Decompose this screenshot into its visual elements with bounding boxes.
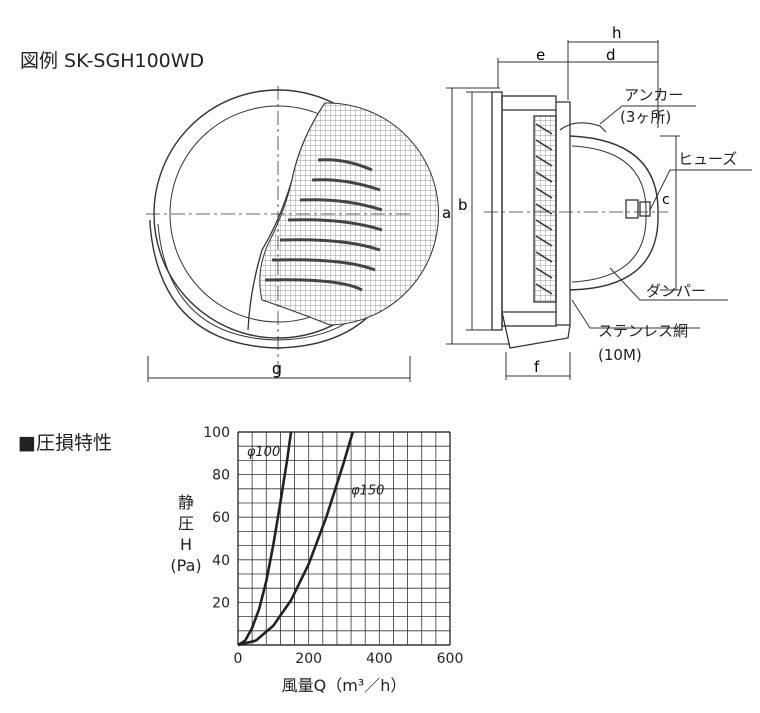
dim-b: b [458, 196, 468, 214]
y-tick-label: 80 [212, 468, 230, 484]
series-line-phi150 [237, 431, 355, 647]
dim-e: e [536, 46, 545, 64]
series-label-phi150: φ150 [351, 484, 384, 499]
callout-fuse: ヒューズ [678, 150, 738, 168]
x-axis-label: 風量Q（m³／h） [282, 676, 407, 695]
callout-anchor: アンカー [624, 86, 684, 104]
y-tick-label: 100 [203, 425, 230, 441]
callout-mesh-note: (10M) [598, 346, 642, 364]
dim-g: g [272, 359, 282, 378]
front-view [146, 86, 439, 382]
y-axis-label: 静 [178, 493, 194, 512]
x-tick-label: 200 [295, 651, 322, 667]
x-tick-label: 0 [234, 651, 243, 667]
y-tick-label: 20 [212, 595, 230, 611]
dim-f: f [534, 358, 540, 376]
y-axis-label: 圧 [178, 514, 194, 533]
side-view [446, 40, 752, 380]
series-label-phi100: φ100 [247, 445, 280, 460]
dim-d: d [606, 46, 616, 64]
y-axis-label: (Pa) [170, 556, 201, 575]
y-tick-label: 60 [212, 510, 230, 526]
callout-anchor-note: (3ヶ所) [620, 108, 672, 126]
dim-c: c [662, 192, 670, 208]
x-tick-label: 600 [437, 651, 464, 667]
series-line-phi100 [237, 431, 293, 647]
x-tick-label: 400 [366, 651, 393, 667]
y-tick-label: 40 [212, 553, 230, 569]
callout-mesh: ステンレス網 [598, 322, 689, 340]
figure-title: 図例 SK-SGH100WD [20, 50, 205, 72]
dim-a: a [442, 204, 451, 222]
section-title: ■圧損特性 [18, 432, 112, 454]
dim-h: h [612, 24, 622, 42]
y-axis-label: H [180, 535, 192, 554]
callout-damper: ダンパー [646, 282, 707, 300]
